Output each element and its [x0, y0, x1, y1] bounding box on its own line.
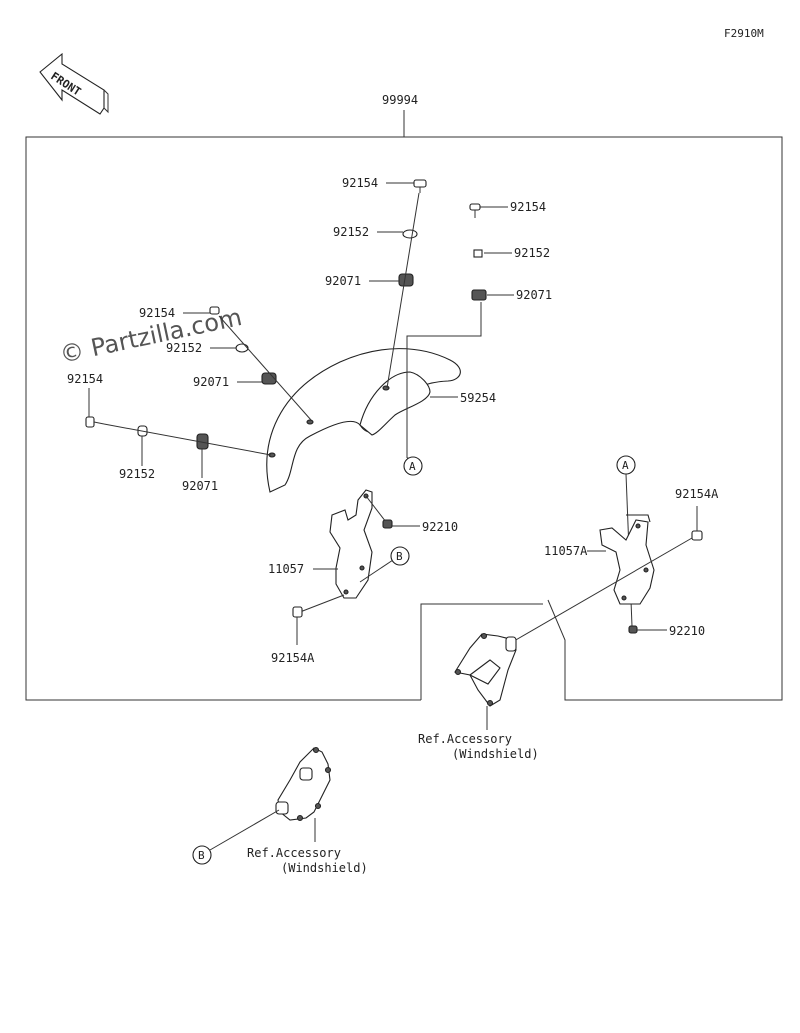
callout-top-grommet: 92071 [325, 274, 361, 288]
grommet-icon [398, 273, 414, 287]
ref-accessory-2-line1: Ref.Accessory [247, 846, 341, 860]
ref-marker-a [403, 456, 423, 476]
grommet-icon [471, 289, 487, 301]
callout-right-nut: 92210 [669, 624, 705, 638]
windshield-mount-2 [275, 746, 332, 822]
callout-windshield: 59254 [460, 391, 496, 405]
washer-icon [402, 229, 418, 239]
ref-marker-b2-label: B [198, 849, 205, 862]
bolt-icon [469, 203, 481, 211]
callout-right-bracket-bolt: 92154A [675, 487, 719, 501]
callout-left-nut: 92210 [422, 520, 458, 534]
left-bracket [329, 489, 373, 599]
bolt-icon [413, 179, 427, 188]
callout-right-bracket: 11057A [544, 544, 588, 558]
kit-part-number: 99994 [382, 93, 418, 107]
ref-marker-a2-label: A [622, 459, 629, 472]
callout-right-washer: 92152 [514, 246, 550, 260]
right-bracket [599, 514, 655, 605]
callout-right-bolt: 92154 [510, 200, 546, 214]
far-left-hardware [85, 416, 272, 456]
ref-accessory-2-line2: (Windshield) [281, 861, 368, 875]
top-hardware [386, 179, 427, 389]
right-hardware [406, 203, 487, 458]
callout-top-bolt: 92154 [342, 176, 378, 190]
kit-frame [25, 136, 783, 701]
ref-marker-b-label: B [396, 550, 403, 563]
washer-icon [235, 343, 249, 353]
ref-accessory-1-line1: Ref.Accessory [418, 732, 512, 746]
nut-icon [628, 625, 638, 634]
windshield-mount-1 [454, 632, 517, 707]
callout-far-left-washer: 92152 [119, 467, 155, 481]
ref-marker-b2 [192, 845, 212, 865]
callout-left-bracket: 11057 [268, 562, 304, 576]
ref-accessory-1-line2: (Windshield) [452, 747, 539, 761]
bolt-icon [292, 606, 303, 618]
callout-left-bracket-bolt: 92154A [271, 651, 315, 665]
ref-marker-a-label: A [409, 460, 416, 473]
callout-left-washer: 92152 [166, 341, 202, 355]
washer-icon [473, 249, 483, 258]
bolt-icon [85, 416, 95, 428]
callout-right-grommet: 92071 [516, 288, 552, 302]
callout-far-left-grommet: 92071 [182, 479, 218, 493]
callout-far-left-bolt: 92154 [67, 372, 103, 386]
bolt-icon [691, 530, 703, 541]
bolt-icon [209, 306, 220, 315]
callout-left-bolt: 92154 [139, 306, 175, 320]
figure-code: F2910M [724, 27, 764, 40]
nut-icon [382, 519, 393, 529]
callout-left-grommet: 92071 [193, 375, 229, 389]
callout-top-washer: 92152 [333, 225, 369, 239]
windshield [266, 348, 461, 493]
left-hardware [209, 306, 312, 421]
ref-marker-b [390, 546, 410, 566]
front-arrow-icon: FRONT [39, 52, 109, 115]
